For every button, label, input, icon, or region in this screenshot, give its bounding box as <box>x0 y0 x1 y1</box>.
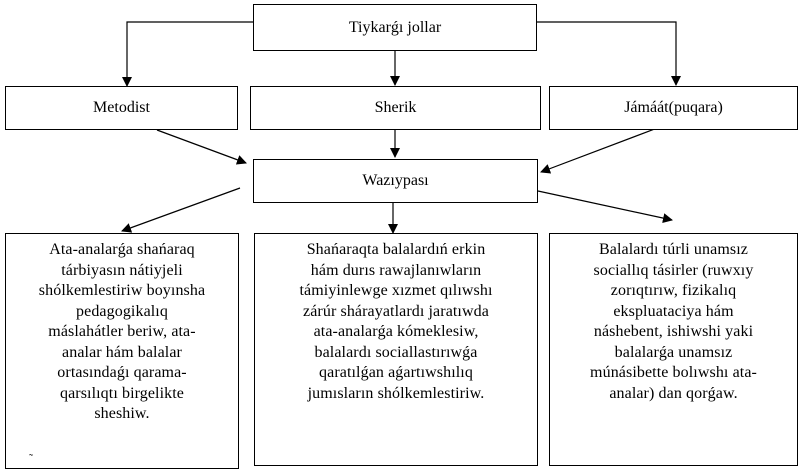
arrow-center-to-task-1 <box>121 187 241 233</box>
category-box-jamaat: Jámáát(puqara) <box>549 86 798 130</box>
category-box-metodist: Metodist <box>5 86 238 130</box>
center-box: Wazıypası <box>253 159 538 203</box>
center-label: Wazıypası <box>362 172 429 189</box>
root-label: Tiykarǵı jollar <box>348 18 442 36</box>
arrow-jamaat-to-center <box>540 126 661 174</box>
task-text-1: Ata-analarǵa shańaraq tárbiyasın nátiyje… <box>38 241 206 422</box>
arrow-root-to-jamaat <box>536 21 681 86</box>
task-box-3 <box>549 233 798 466</box>
task-box-1 <box>5 233 239 469</box>
arrow-root-to-metodist <box>122 21 253 87</box>
task-text-3: Balalardı túrli unamsız sociallıq tásirl… <box>590 241 757 402</box>
arrow-metodist-to-center <box>156 129 247 165</box>
arrow-center-to-task-3 <box>537 190 673 223</box>
category-label-metodist: Metodist <box>93 99 150 116</box>
root-box: Tiykarǵı jollar <box>253 4 537 51</box>
category-label-sherik: Sherik <box>374 99 417 116</box>
category-label-jamaat: Jámáát(puqara) <box>624 99 723 116</box>
task-text-2: Shańaraqta balalardıń erkin hám durıs ra… <box>299 241 493 402</box>
task-box-2 <box>254 233 538 466</box>
category-box-sherik: Sherik <box>250 86 541 130</box>
stray-mark: ˜ <box>29 451 33 465</box>
